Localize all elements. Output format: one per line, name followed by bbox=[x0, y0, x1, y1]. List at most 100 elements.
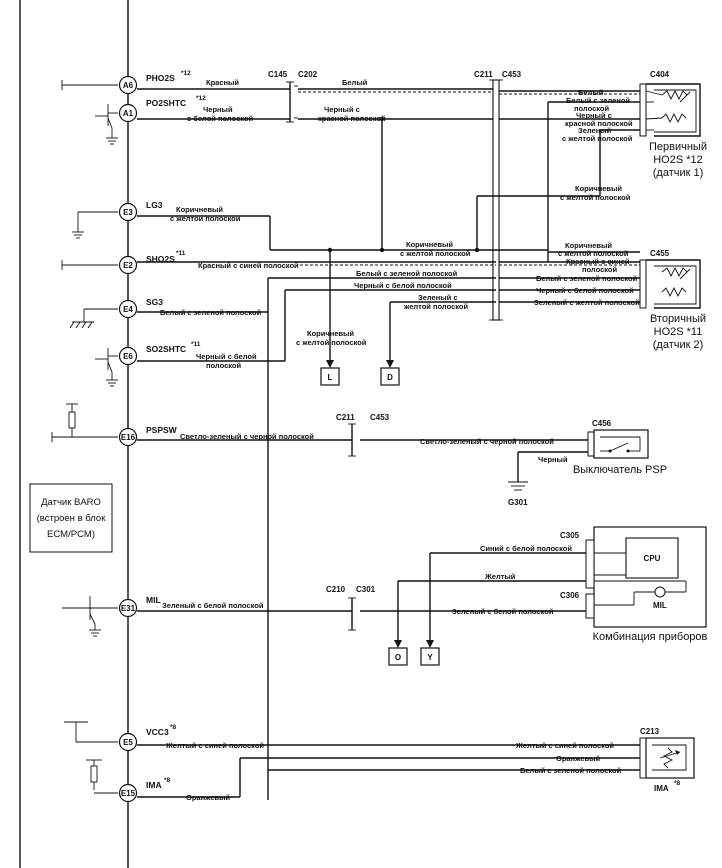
wire-red-blue: Красный с синей полоской bbox=[198, 261, 299, 270]
psp-switch-label: Выключатель PSP bbox=[573, 464, 667, 476]
conn-c404: C404 bbox=[650, 70, 670, 79]
wire-black-white-2: с белой полоской bbox=[187, 114, 253, 123]
pin-e4: E4 bbox=[118, 299, 138, 319]
wire-yellow-blue: Желтый с синей полоской bbox=[165, 741, 264, 750]
wire-white-green-sg3: Белый с зеленой полоской bbox=[160, 308, 262, 317]
pin-e15: E15 bbox=[118, 783, 138, 803]
pin-e3-label: E3 bbox=[123, 208, 133, 217]
conn-c210: C210 bbox=[326, 585, 346, 594]
cluster-label: Комбинация приборов bbox=[593, 631, 708, 643]
ref-o: O bbox=[388, 640, 408, 666]
baro-sensor-box: Датчик BARO (встроен в блок ECM/PCM) bbox=[29, 483, 113, 553]
wire-white: Белый bbox=[342, 78, 368, 87]
wire-green-white-right: Зеленый с белой полоской bbox=[452, 607, 554, 616]
pin-e5-label: E5 bbox=[123, 738, 133, 747]
wire-black-white-1: Черный bbox=[203, 105, 233, 114]
wire-yellow: Желтый bbox=[484, 572, 516, 581]
conn-c301: C301 bbox=[356, 585, 376, 594]
secondary-label-3: (датчик 2) bbox=[653, 339, 704, 351]
wire-brown-yellow-1: Коричневый bbox=[575, 184, 622, 193]
wire-green-white-mil: Зеленый с белой полоской bbox=[162, 601, 264, 610]
wire-white-green-2: полоской bbox=[574, 104, 609, 113]
conn-c211b: C211 bbox=[336, 413, 355, 422]
ref-o-label: O bbox=[395, 653, 401, 662]
wire-green-yellow-mid-2: желтой полоской bbox=[403, 302, 468, 311]
primary-label-3: (датчик 1) bbox=[653, 167, 704, 179]
wire-black-white-so2-2: полоской bbox=[206, 361, 241, 370]
signal-ima-note: *8 bbox=[164, 777, 171, 784]
conn-c453b: C453 bbox=[370, 413, 390, 422]
conn-g301: G301 bbox=[508, 498, 528, 507]
secondary-label-2: HO2S *11 bbox=[654, 326, 703, 338]
pin-e16: E16 bbox=[118, 427, 138, 447]
signal-mil: MIL bbox=[146, 595, 161, 605]
primary-ho2s-sensor: Первичный HO2S *12 (датчик 1) bbox=[639, 83, 707, 179]
signal-sho2s: SHO2S bbox=[146, 254, 175, 264]
signal-so2shtc-note: *11 bbox=[191, 341, 201, 348]
pin-a1: A1 bbox=[118, 103, 138, 123]
ref-l-label: L bbox=[328, 373, 333, 382]
wire-brown-lg3-2: с желтой полоской bbox=[170, 214, 241, 223]
wire-red: Красный bbox=[206, 78, 239, 87]
conn-c453: C453 bbox=[502, 70, 522, 79]
wire-brown-down-2: с желтой полоской bbox=[296, 338, 367, 347]
wire-green-yellow-mid-1: Зеленый с bbox=[418, 293, 458, 302]
wire-black-red-2: красной полоской bbox=[318, 114, 386, 123]
baro-label-line-2: (встроен в блок bbox=[37, 513, 107, 524]
secondary-label-1: Вторичный bbox=[650, 313, 706, 325]
ref-d: D bbox=[380, 360, 400, 386]
signal-sho2s-note: *11 bbox=[176, 250, 186, 257]
wire-green-yellow-2: с желтой полоской bbox=[562, 134, 633, 143]
signal-sg3: SG3 bbox=[146, 297, 163, 307]
signal-lg3: LG3 bbox=[146, 200, 163, 210]
wire-brown-mid-1: Коричневый bbox=[406, 240, 453, 249]
wire-brown-mid-2: с желтой полоской bbox=[400, 249, 471, 258]
wire-brown-down-1: Коричневый bbox=[307, 329, 354, 338]
signal-pho2s: PHO2S bbox=[146, 73, 175, 83]
signal-pspsw: PSPSW bbox=[146, 425, 178, 435]
wire-brown-c455-2: с желтой полоской bbox=[558, 249, 629, 258]
signal-po2shtc-note: *12 bbox=[196, 95, 206, 102]
wire-lightgreen-right: Светло-зеленый с черной полоской bbox=[420, 437, 554, 446]
wire-black-white-full: Черный с белой полоской bbox=[354, 281, 452, 290]
conn-c306: C306 bbox=[560, 591, 580, 600]
signal-pho2s-note: *12 bbox=[181, 70, 191, 77]
primary-label-2: HO2S *12 bbox=[653, 154, 703, 166]
wire-black-psp: Черный bbox=[538, 455, 568, 464]
ecm-internal-circuits bbox=[51, 80, 118, 794]
primary-label-1: Первичный bbox=[649, 141, 707, 153]
wire-lightgreen: Светло-зеленый с черной полоской bbox=[180, 432, 314, 441]
wire-white-green-1: Белый с зеленой bbox=[566, 96, 630, 105]
pin-a6-label: A6 bbox=[123, 81, 134, 90]
wire-red-blue-right-1: Красный с синей bbox=[566, 257, 630, 266]
pin-e6: E6 bbox=[118, 346, 138, 366]
psp-circuit: Светло-зеленый с черной полоской Светло-… bbox=[137, 413, 667, 507]
conn-c202: C202 bbox=[298, 70, 318, 79]
mil-circuit: Зеленый с белой полоской Зеленый с белой… bbox=[137, 526, 708, 643]
baro-label-line-1: Датчик BARO bbox=[41, 497, 101, 508]
signal-vcc3: VCC3 bbox=[146, 727, 169, 737]
wire-red-blue-right-2: полоской bbox=[582, 265, 617, 274]
wire-black-red-right-1: Черный с bbox=[576, 111, 612, 120]
connector-labels-top: C145 C202 C211 C453 C404 C455 bbox=[268, 70, 670, 258]
pin-e31: E31 bbox=[118, 598, 138, 618]
wire-white-green-ima: Белый с зеленой полоской bbox=[520, 766, 622, 775]
ref-y: Y bbox=[420, 640, 440, 666]
wire-brown-lg3-1: Коричневый bbox=[176, 205, 223, 214]
conn-c456: C456 bbox=[592, 419, 612, 428]
wire-green-yellow-1: Зеленый bbox=[578, 126, 612, 135]
pin-e6-label: E6 bbox=[123, 352, 133, 361]
wire-black-white-right: Черный с белой полоской bbox=[536, 286, 634, 295]
conn-c145: C145 bbox=[268, 70, 288, 79]
wire-green-yellow-right: Зеленый с желтой полоской bbox=[534, 298, 640, 307]
pin-a1-label: A1 bbox=[123, 109, 134, 118]
pin-e15-label: E15 bbox=[121, 789, 136, 798]
pin-e16-label: E16 bbox=[121, 433, 136, 442]
ima-circuit: Желтый с синей полоской Желтый с синей п… bbox=[137, 727, 695, 802]
wire-labels-top: Красный Белый Черный с белой полоской Че… bbox=[160, 78, 640, 370]
wire-black-white-so2-1: Черный с белой bbox=[196, 352, 257, 361]
wire-white-green-full: Белый с зеленой полоской bbox=[356, 269, 458, 278]
signal-ima: IMA bbox=[146, 780, 162, 790]
pin-e3: E3 bbox=[118, 202, 138, 222]
